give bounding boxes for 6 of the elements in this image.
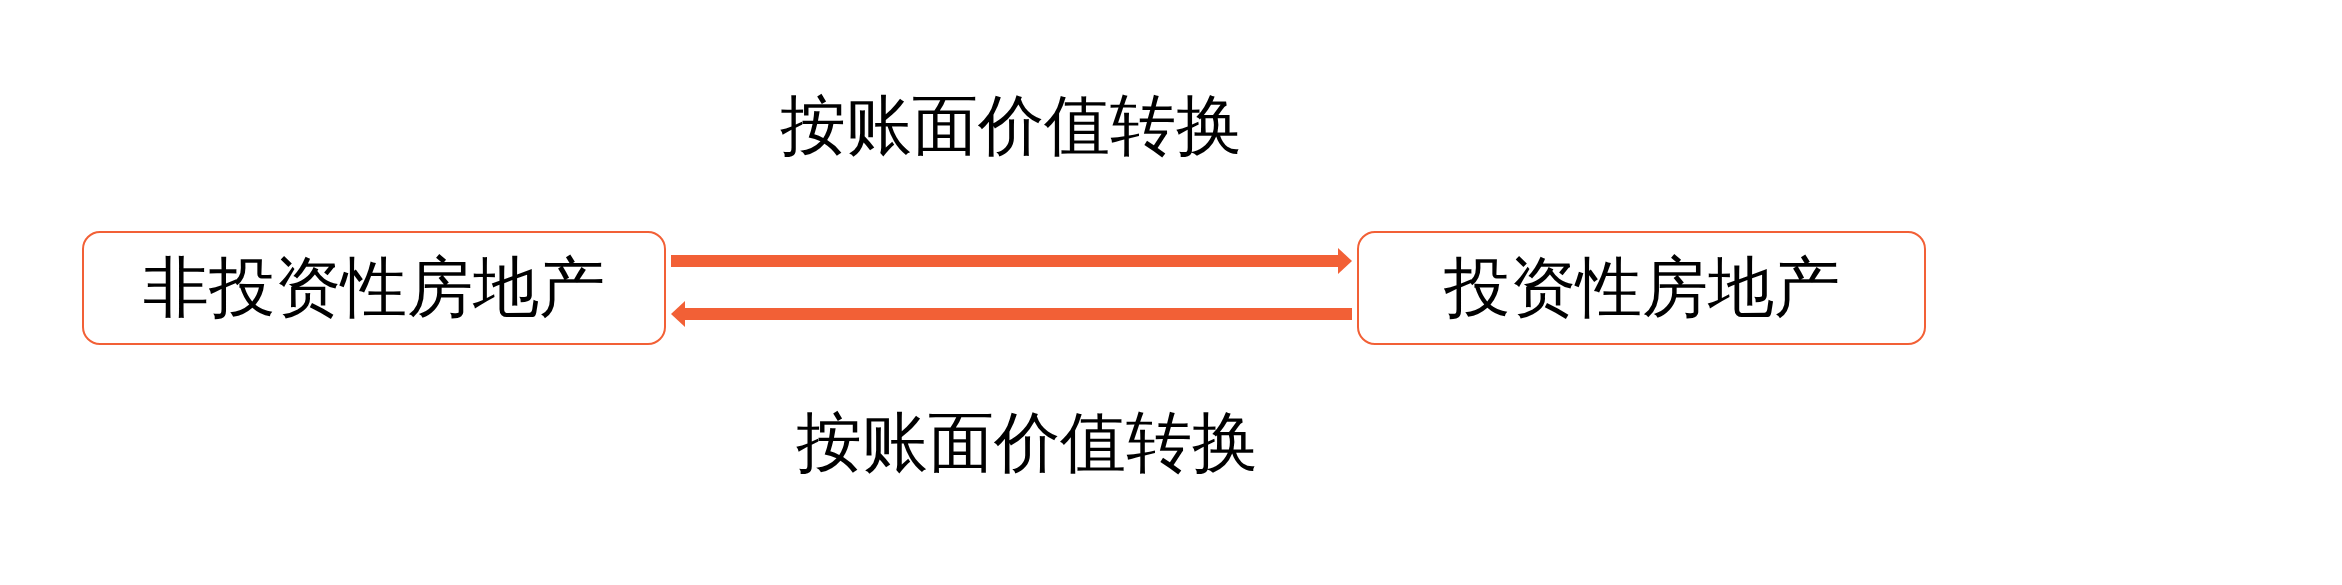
edge-label: 按账面价值转换: [780, 93, 1242, 159]
arrow: [671, 301, 1352, 327]
edge-label: 按账面价值转换: [796, 410, 1258, 476]
process-box: 投资性房地产: [1357, 231, 1926, 345]
arrow: [671, 248, 1352, 274]
process-box: 非投资性房地产: [82, 231, 666, 345]
